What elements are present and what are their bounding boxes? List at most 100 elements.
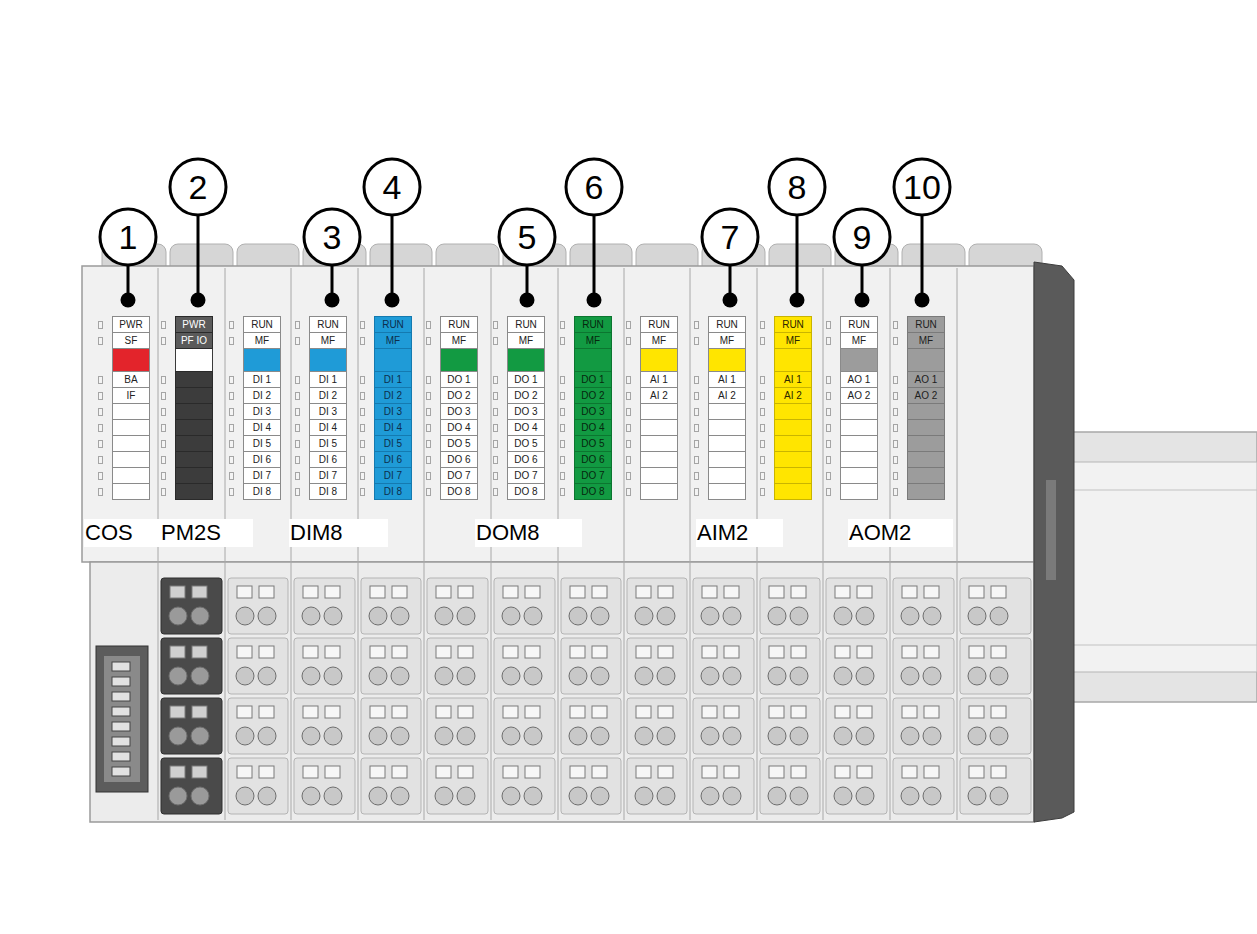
release-button [991,766,1006,778]
led-indicator [229,456,234,464]
led-label: DI 4 [309,419,347,436]
led-label-text: DO 7 [447,468,470,483]
led-indicator [694,337,699,345]
led-indicator [826,408,831,416]
terminal-block [494,758,555,814]
end-plate [1034,262,1074,822]
wire-entry [990,667,1008,685]
led-indicator [161,392,166,400]
led-label-text: DI 8 [319,484,337,499]
callout-number: 8 [769,159,825,215]
terminal-block [893,758,954,814]
led-indicator [626,440,631,448]
led-indicator [694,424,699,432]
wire-entry [856,667,874,685]
empty-led-cell [840,419,878,436]
led-indicator [826,424,831,432]
led-label: DI 2 [243,387,281,404]
release-button [636,766,651,778]
led-indicator [295,440,300,448]
led-indicator [826,376,831,384]
wire-entry [457,787,475,805]
release-button [525,706,540,718]
module-divider [424,268,425,820]
led-indicator [98,456,103,464]
wire-entry [391,667,409,685]
led-label-text: DO 6 [514,452,537,467]
empty-led-cell [907,483,945,500]
release-button [392,706,407,718]
terminal-block [627,758,687,814]
wire-entry [635,787,653,805]
terminal-block [228,698,288,754]
led-indicator [426,488,431,496]
led-indicator [295,321,300,329]
module-type-label: AOM2 [848,519,953,547]
led-label: PF IO [175,332,213,349]
wire-entry [657,787,675,805]
empty-led-cell [175,387,213,404]
led-indicator [694,456,699,464]
connector-pin [112,737,130,746]
led-label-text: DI 1 [253,372,271,387]
terminal-block [893,638,954,694]
led-label: AI 1 [708,371,746,388]
led-indicator [694,321,699,329]
release-button [835,766,850,778]
wire-entry [790,607,808,625]
callout-circle [304,209,360,265]
led-indicator [760,424,765,432]
wire-entry [834,607,852,625]
led-indicator [626,337,631,345]
bus-connector-inner [104,656,140,782]
terminal-block [561,578,621,634]
release-button [924,706,939,718]
release-button [592,586,607,598]
led-indicator [694,440,699,448]
release-button [392,586,407,598]
leader-line [391,216,394,300]
led-label-text: PWR [119,317,142,332]
led-label: DI 4 [374,419,412,436]
led-label: DI 3 [374,403,412,420]
status-color-bar [640,348,678,372]
led-label: DO 6 [440,451,478,468]
led-indicator [98,424,103,432]
release-button [170,706,185,718]
led-label-strip: RUNMFDO 1DO 2DO 3DO 4DO 5DO 6DO 7DO 8 [574,317,612,500]
wire-entry [457,607,475,625]
status-color-bar [774,348,812,372]
callout-number: 9 [834,209,890,265]
release-button [658,586,673,598]
led-indicator [893,321,898,329]
led-label: MF [640,332,678,349]
release-button [724,706,739,718]
led-label: DO 7 [507,467,545,484]
led-label-text: RUN [382,317,404,332]
terminal-block [228,578,288,634]
led-label-text: DI 6 [384,452,402,467]
wire-entry [435,727,453,745]
release-button [658,706,673,718]
led-label: AI 2 [708,387,746,404]
connector-pin [112,662,130,671]
led-label-text: DI 6 [253,452,271,467]
led-label: MF [907,332,945,349]
led-label: DO 6 [574,451,612,468]
led-label: DI 6 [243,451,281,468]
release-button [702,766,717,778]
terminal-block [561,638,621,694]
led-label-text: RUN [782,317,804,332]
led-label-text: DO 3 [581,404,604,419]
wire-entry [990,607,1008,625]
terminal-block [494,698,555,754]
led-indicator [229,321,234,329]
wire-entry [834,787,852,805]
led-indicator [560,392,565,400]
led-label: DI 7 [374,467,412,484]
wire-entry [302,667,320,685]
release-button [592,646,607,658]
release-button [192,646,207,658]
release-button [902,766,917,778]
led-label-text: AI 1 [650,372,668,387]
